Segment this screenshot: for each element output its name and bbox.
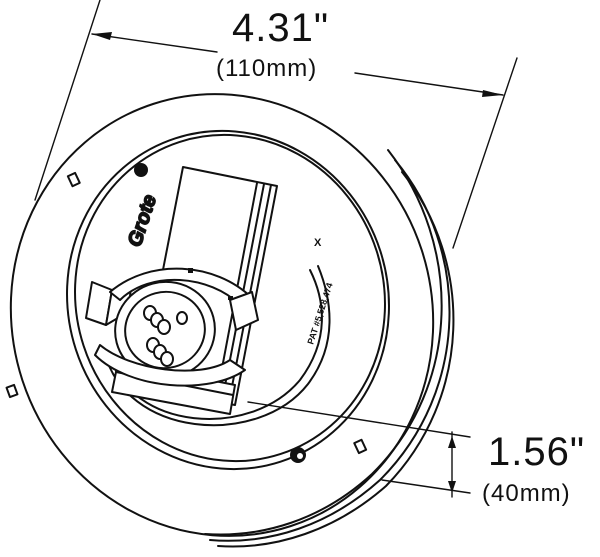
locator-dot-icon (134, 163, 148, 177)
width-dimension-value: 4.31" (232, 6, 330, 50)
width-dimension-lines (34, 0, 518, 249)
terminal-pin-icon (176, 311, 188, 325)
terminal-pin-icon (143, 305, 171, 335)
flange-tab-icon (353, 438, 368, 455)
brand-logo: Grote (123, 191, 162, 250)
svg-text:Grote: Grote (124, 192, 161, 250)
lamp-housing (5, 93, 455, 548)
terminal-pin-icon (146, 337, 174, 367)
arrowhead-up-icon (448, 436, 456, 448)
connector-socket (85, 267, 259, 387)
alignment-mark: X (314, 237, 322, 249)
arrowhead-left-icon (92, 32, 112, 40)
flange-tab-icon (5, 383, 19, 399)
arrowhead-down-icon (448, 481, 456, 493)
depth-dimension-lines (247, 401, 471, 498)
depth-dimension-value: 1.56" (488, 430, 586, 474)
width-dimension-metric: (110mm) (216, 55, 318, 82)
flange-tab-icon (66, 171, 81, 188)
arrowhead-right-icon (482, 90, 503, 97)
depth-dimension-metric: (40mm) (482, 480, 571, 507)
